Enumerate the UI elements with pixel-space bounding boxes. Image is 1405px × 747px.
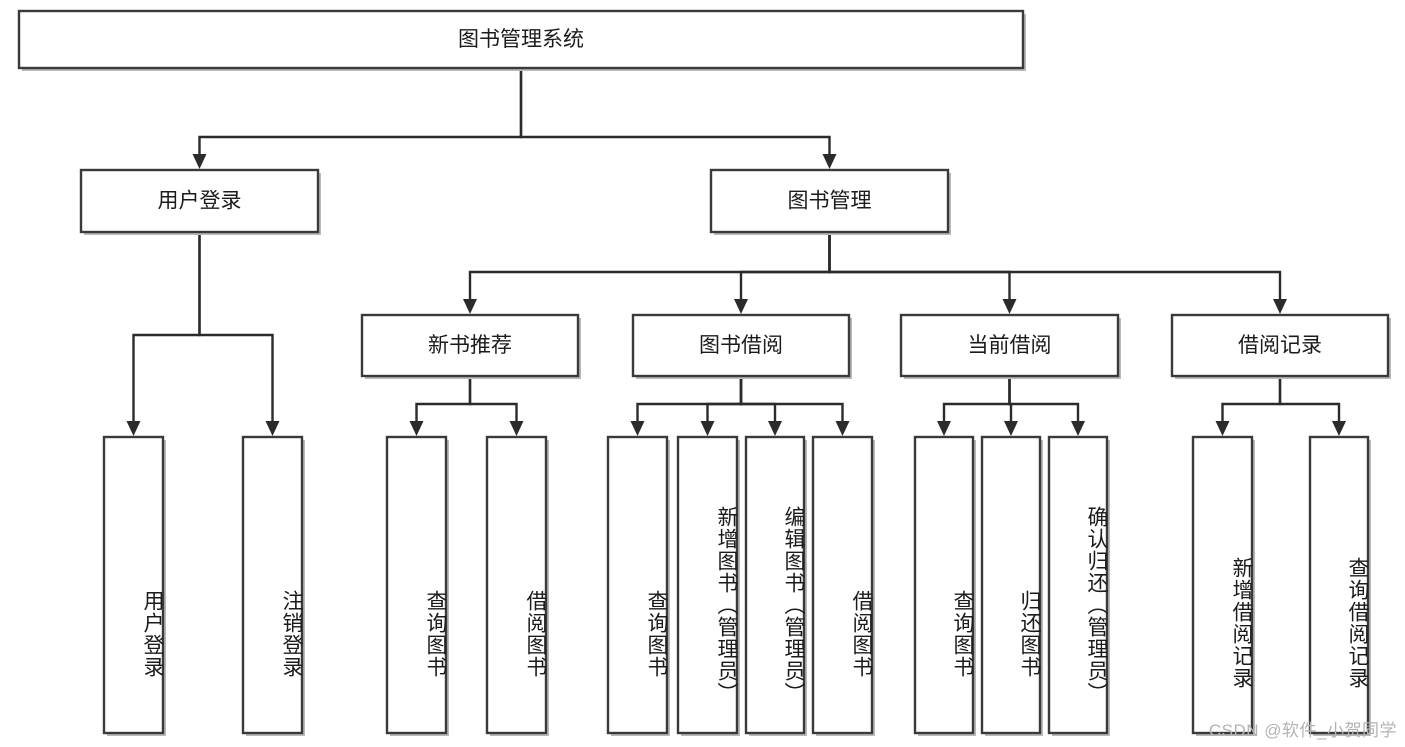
arrow-head-icon	[835, 421, 850, 436]
arrow-head-icon	[1273, 299, 1287, 314]
node-leaf8[interactable]	[811, 435, 875, 736]
node-box[interactable]	[17, 9, 1025, 70]
node-leaf9[interactable]	[913, 435, 976, 736]
arrow-head-icon	[1071, 421, 1085, 436]
node-leaf4[interactable]	[485, 435, 549, 736]
arrow-head-icon	[192, 154, 207, 169]
node-box[interactable]	[606, 435, 669, 735]
node-leaf2[interactable]	[241, 435, 305, 736]
node-leaf1[interactable]	[102, 435, 166, 736]
node-box[interactable]	[1308, 435, 1370, 735]
node-leaf5[interactable]	[606, 435, 670, 736]
node-bookmgmt[interactable]: 图书管理	[709, 168, 951, 235]
arrow-head-icon	[1002, 299, 1017, 314]
connector-current-to-leaf10	[1004, 376, 1018, 436]
node-box[interactable]	[102, 435, 165, 735]
connector-bookmgmt-to-record	[828, 232, 1287, 314]
node-box[interactable]	[676, 435, 739, 735]
node-box[interactable]	[631, 313, 851, 378]
node-leaf6[interactable]	[676, 435, 740, 736]
arrow-head-icon	[1215, 421, 1230, 436]
node-label: 新书推荐	[428, 334, 512, 357]
arrow-head-icon	[630, 421, 645, 436]
node-label: 当前借阅	[968, 334, 1052, 357]
node-login[interactable]: 用户登录	[79, 168, 321, 235]
node-label: 图书管理系统	[458, 28, 584, 51]
node-borrow[interactable]: 图书借阅	[631, 313, 852, 379]
connector-record-to-leaf13	[1278, 376, 1346, 436]
connector-current-to-leaf11	[1008, 376, 1085, 436]
connector-borrow-to-leaf7	[739, 376, 782, 436]
node-box[interactable]	[485, 435, 548, 735]
node-root[interactable]: 图书管理系统	[17, 9, 1026, 71]
node-box[interactable]	[709, 168, 950, 234]
watermark-text: CSDN @软件_小贺同学	[1208, 721, 1397, 740]
arrow-head-icon	[509, 421, 524, 436]
node-box[interactable]	[980, 435, 1042, 735]
arrow-head-icon	[1004, 421, 1018, 436]
node-box[interactable]	[385, 435, 448, 735]
node-label: 借阅记录	[1238, 334, 1322, 357]
arrow-head-icon	[1332, 421, 1346, 436]
connector-newbook-to-leaf3	[409, 376, 472, 436]
node-box[interactable]	[811, 435, 874, 735]
node-box[interactable]	[744, 435, 806, 735]
node-leaf7[interactable]	[744, 435, 807, 736]
node-leaf13[interactable]	[1308, 435, 1371, 736]
node-current[interactable]: 当前借阅	[899, 313, 1121, 379]
connector-root-to-login	[192, 68, 523, 169]
arrow-head-icon	[126, 421, 141, 436]
node-leaf3[interactable]	[385, 435, 449, 736]
connector-borrow-to-leaf6	[700, 376, 743, 436]
arrow-head-icon	[734, 299, 748, 314]
arrow-head-icon	[822, 154, 837, 169]
connector-root-to-bookmgmt	[519, 68, 837, 169]
node-box[interactable]	[1047, 435, 1109, 735]
connector-borrow-to-leaf5	[630, 376, 743, 436]
node-box[interactable]	[1191, 435, 1254, 735]
connector-layer	[126, 68, 1346, 436]
node-box[interactable]	[79, 168, 320, 234]
arrow-head-icon	[937, 421, 951, 436]
connector-current-to-leaf9	[937, 376, 1011, 436]
arrow-head-icon	[768, 421, 782, 436]
connector-record-to-leaf12	[1215, 376, 1282, 436]
node-record[interactable]: 借阅记录	[1170, 313, 1391, 379]
connector-borrow-to-leaf8	[739, 376, 850, 436]
node-leaf10[interactable]	[980, 435, 1043, 736]
arrow-head-icon	[463, 299, 477, 314]
node-box[interactable]	[913, 435, 975, 735]
node-box[interactable]	[1170, 313, 1390, 378]
node-newbook[interactable]: 新书推荐	[360, 313, 581, 379]
node-label: 用户登录	[158, 190, 242, 213]
connector-login-to-leaf1	[126, 232, 201, 436]
node-leaf11[interactable]	[1047, 435, 1110, 736]
arrow-head-icon	[409, 421, 424, 436]
connector-login-to-leaf2	[198, 232, 280, 436]
arrow-head-icon	[265, 421, 280, 436]
node-label: 图书借阅	[699, 334, 783, 357]
node-box[interactable]	[241, 435, 304, 735]
node-box[interactable]	[899, 313, 1120, 378]
connector-bookmgmt-to-borrow	[734, 232, 831, 314]
arrow-head-icon	[700, 421, 715, 436]
connector-newbook-to-leaf4	[468, 376, 524, 436]
node-leaf12[interactable]	[1191, 435, 1255, 736]
node-label: 图书管理	[788, 190, 872, 213]
node-box[interactable]	[360, 313, 580, 378]
